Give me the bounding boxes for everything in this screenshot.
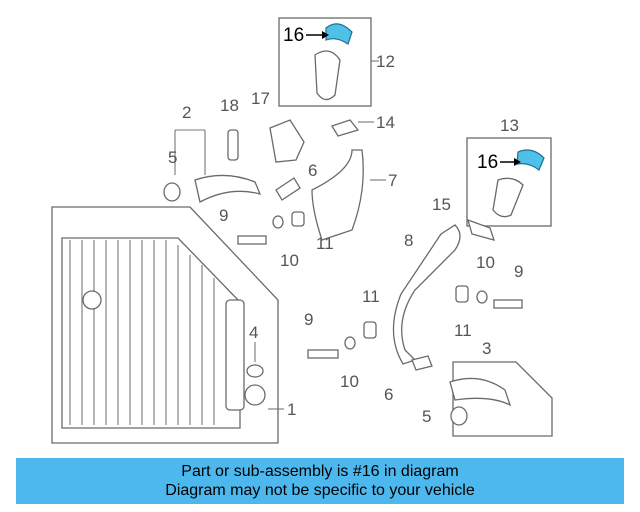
bushing-part-11b	[455, 285, 469, 303]
seal-part-5b	[450, 406, 468, 426]
intercooler-part	[51, 206, 279, 444]
seal-part-5a	[163, 182, 181, 202]
callout-11c: 11	[362, 287, 380, 306]
callout-15: 15	[432, 195, 451, 214]
callout-10b: 10	[476, 253, 495, 272]
callout-9c: 9	[304, 310, 313, 329]
clamp-16-lower	[516, 149, 545, 171]
callout-6a: 6	[308, 161, 317, 180]
bolt-part-9a	[237, 235, 267, 245]
sensor-part-17	[269, 119, 305, 163]
callout-11b: 11	[454, 321, 472, 340]
bolt-part-9b	[493, 299, 523, 309]
callout-9a: 9	[219, 206, 228, 225]
callout-17: 17	[251, 89, 270, 108]
callout-1: 1	[287, 400, 296, 419]
callout-12: 12	[376, 52, 395, 71]
hose-part-12	[314, 50, 341, 101]
seal-part-4	[246, 364, 264, 378]
callout-14: 14	[376, 113, 395, 132]
bushing-part-11c	[363, 321, 377, 339]
callout-13: 13	[500, 116, 519, 135]
washer-part-10a	[272, 215, 284, 229]
bushing-part-11a	[291, 211, 305, 227]
bracket-part-14	[331, 119, 360, 137]
bracket-part-6a	[275, 177, 301, 201]
info-banner: Part or sub-assembly is #16 in diagram D…	[16, 458, 624, 504]
hose-part-3	[449, 377, 512, 407]
banner-line-1: Part or sub-assembly is #16 in diagram	[181, 463, 459, 480]
bolt-part-9c	[307, 349, 339, 359]
callout-8: 8	[404, 231, 413, 250]
callout-16-upper: 16	[283, 25, 304, 46]
banner-line-2: Diagram may not be specific to your vehi…	[165, 482, 475, 499]
callout-7: 7	[388, 171, 397, 190]
parts-diagram: 1 4 12 16 13 16 17 18 2 5 9 10 11 6 7 14…	[51, 17, 553, 444]
callout-16-lower: 16	[477, 152, 498, 173]
clamp-16-upper	[325, 23, 353, 45]
washer-part-10c	[344, 336, 356, 350]
callout-10a: 10	[280, 251, 299, 270]
callout-5a: 5	[168, 148, 177, 167]
bracket-part-6b	[411, 355, 433, 371]
callout-4: 4	[249, 323, 258, 342]
callout-11a: 11	[316, 234, 334, 253]
pipe-part-7	[311, 149, 364, 241]
hose-part-13	[492, 177, 524, 218]
sensor-part-18	[227, 129, 239, 161]
callout-18: 18	[220, 96, 239, 115]
callout-2: 2	[182, 103, 191, 122]
washer-part-10b	[476, 290, 488, 304]
callout-10c: 10	[340, 372, 359, 391]
callout-3: 3	[482, 339, 491, 358]
bracket-part-15	[467, 218, 496, 241]
callout-9b: 9	[514, 262, 523, 281]
callout-5b: 5	[422, 407, 431, 426]
hose-part-2	[194, 174, 262, 203]
pipe-part-8	[392, 224, 461, 365]
callout-6b: 6	[384, 385, 393, 404]
